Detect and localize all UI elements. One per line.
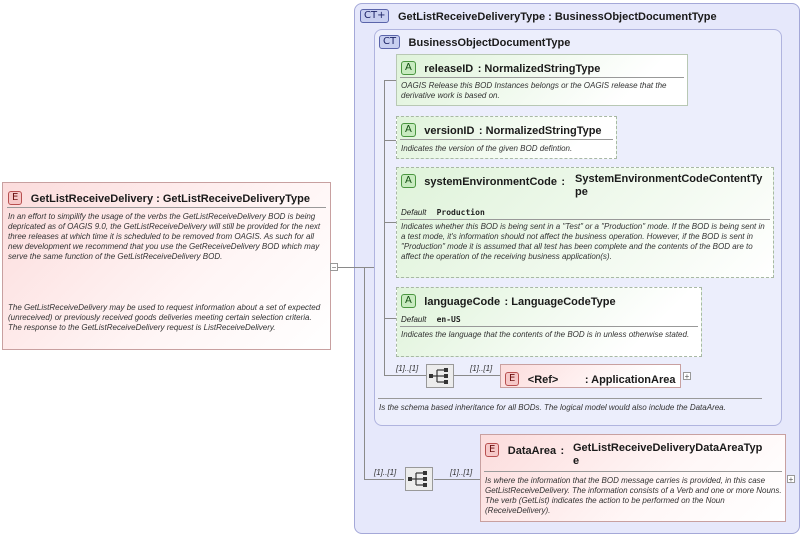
- element-type-line1: GetListReceiveDeliveryDataAreaTyp: [573, 442, 763, 454]
- attribute-type-separator: :: [477, 63, 485, 75]
- element-icon: E: [485, 442, 500, 457]
- root-element-header: E GetListReceiveDelivery : GetListReceiv…: [8, 189, 310, 207]
- element-application-area[interactable]: E <Ref> : ApplicationArea: [500, 364, 681, 388]
- attribute-type: NormalizedStringType: [484, 63, 601, 75]
- attribute-name: languageCode: [424, 296, 501, 308]
- divider: [400, 326, 698, 327]
- outer-ct-title: GetListReceiveDeliveryType : BusinessObj…: [397, 11, 717, 23]
- attribute-name: systemEnvironmentCode: [424, 176, 557, 188]
- default-value: Production: [436, 208, 485, 217]
- default-label: Default: [401, 315, 427, 324]
- divider: [378, 398, 762, 399]
- attribute-icon: A: [401, 293, 416, 308]
- divider: [7, 207, 326, 208]
- divider: [484, 471, 782, 472]
- root-connector: [338, 267, 364, 268]
- sequence-glyph: [429, 368, 448, 384]
- attribute-releaseID[interactable]: A releaseID : NormalizedStringType OAGIS…: [396, 54, 688, 106]
- element-type-line2: e: [573, 455, 580, 467]
- element-name: DataArea: [507, 445, 557, 457]
- attribute-icon: A: [401, 173, 416, 188]
- collapse-toggle[interactable]: −: [330, 263, 338, 272]
- attribute-type-line1: SystemEnvironmentCodeContentTy: [575, 173, 763, 185]
- complex-type-icon: CT+: [360, 8, 390, 23]
- attribute-type: LanguageCodeType: [511, 296, 616, 308]
- attribute-icon: A: [401, 60, 416, 75]
- attribute-name: releaseID: [424, 63, 474, 75]
- attribute-type: NormalizedStringType: [485, 125, 602, 137]
- attribute-header: A versionID : NormalizedStringType: [401, 121, 602, 139]
- main-spine: [364, 267, 365, 479]
- divider: [400, 77, 684, 78]
- root-element-title: GetListReceiveDelivery : GetListReceiveD…: [30, 193, 310, 205]
- occurrence-label: [1]..[1]: [450, 468, 473, 477]
- attribute-header: A languageCode : LanguageCodeType: [401, 292, 616, 310]
- attribute-icon: A: [401, 122, 416, 137]
- spine-to-inner: [364, 267, 374, 268]
- occurrence-label: [1]..[1]: [470, 364, 493, 373]
- attribute-default-row: Default en-US: [401, 315, 461, 324]
- data-seq-to-element: [434, 479, 480, 480]
- occurrence-label: [1]..[1]: [396, 364, 419, 373]
- root-element-box[interactable]: E GetListReceiveDelivery : GetListReceiv…: [2, 182, 331, 350]
- sequence-compositor-icon[interactable]: [426, 364, 454, 388]
- element-icon: E: [8, 190, 23, 205]
- data-seq-connector: [364, 479, 404, 480]
- occurrence-label: [1]..[1]: [374, 468, 397, 477]
- expand-toggle[interactable]: +: [787, 475, 795, 484]
- inner-spine-cap: [384, 80, 396, 81]
- attribute-description: Indicates the version of the given BOD d…: [401, 144, 573, 153]
- inner-ct-description: Is the schema based inheritance for all …: [379, 403, 726, 412]
- element-header: E DataArea :: [485, 441, 564, 459]
- attribute-description: OAGIS Release this BOD Instances belongs…: [401, 81, 667, 100]
- inner-ct-header: CT BusinessObjectDocumentType: [379, 33, 570, 51]
- default-value: en-US: [436, 315, 461, 324]
- element-ref-name: <Ref>: [527, 374, 559, 386]
- attribute-name: versionID: [424, 125, 475, 137]
- attr-connector: [384, 140, 396, 141]
- attribute-header: A systemEnvironmentCode :: [401, 172, 565, 190]
- outer-ct-header: CT+ GetListReceiveDeliveryType : Busines…: [360, 7, 717, 25]
- attribute-description: Indicates whether this BOD is being sent…: [401, 222, 765, 261]
- attribute-type-separator: :: [561, 176, 566, 188]
- expand-toggle[interactable]: +: [683, 372, 691, 381]
- element-description: Is where the information that the BOD me…: [485, 476, 782, 515]
- attr-connector: [384, 318, 396, 319]
- attribute-type-line2: pe: [575, 186, 588, 198]
- inner-spine: [384, 80, 385, 376]
- attribute-type-separator: :: [478, 125, 486, 137]
- sequence-compositor-icon[interactable]: [405, 467, 433, 491]
- attribute-versionID[interactable]: A versionID : NormalizedStringType Indic…: [396, 116, 617, 159]
- attribute-default-row: Default Production: [401, 208, 485, 217]
- attribute-type-separator: :: [504, 296, 512, 308]
- element-ref-type: : ApplicationArea: [584, 374, 676, 386]
- sequence-glyph: [408, 471, 427, 487]
- app-seq-connector: [384, 375, 426, 376]
- element-data-area[interactable]: E DataArea : GetListReceiveDeliveryDataA…: [480, 434, 786, 522]
- attribute-description: Indicates the language that the contents…: [401, 330, 690, 339]
- divider: [400, 139, 613, 140]
- attribute-systemEnvironmentCode[interactable]: A systemEnvironmentCode : SystemEnvironm…: [396, 167, 774, 278]
- attribute-header: A releaseID : NormalizedStringType: [401, 59, 600, 77]
- element-type-separator: :: [560, 445, 565, 457]
- default-label: Default: [401, 208, 427, 217]
- inner-ct-title: BusinessObjectDocumentType: [408, 37, 571, 49]
- element-icon: E: [505, 371, 520, 386]
- complex-type-icon: CT: [379, 34, 401, 49]
- attr-connector: [384, 222, 396, 223]
- app-seq-to-element: [454, 375, 500, 376]
- divider: [400, 219, 770, 220]
- attribute-languageCode[interactable]: A languageCode : LanguageCodeType Defaul…: [396, 287, 702, 357]
- root-description-1: In an effort to simpilify the usage of t…: [8, 212, 321, 261]
- root-description-2: The GetListReceiveDelivery may be used t…: [8, 303, 321, 332]
